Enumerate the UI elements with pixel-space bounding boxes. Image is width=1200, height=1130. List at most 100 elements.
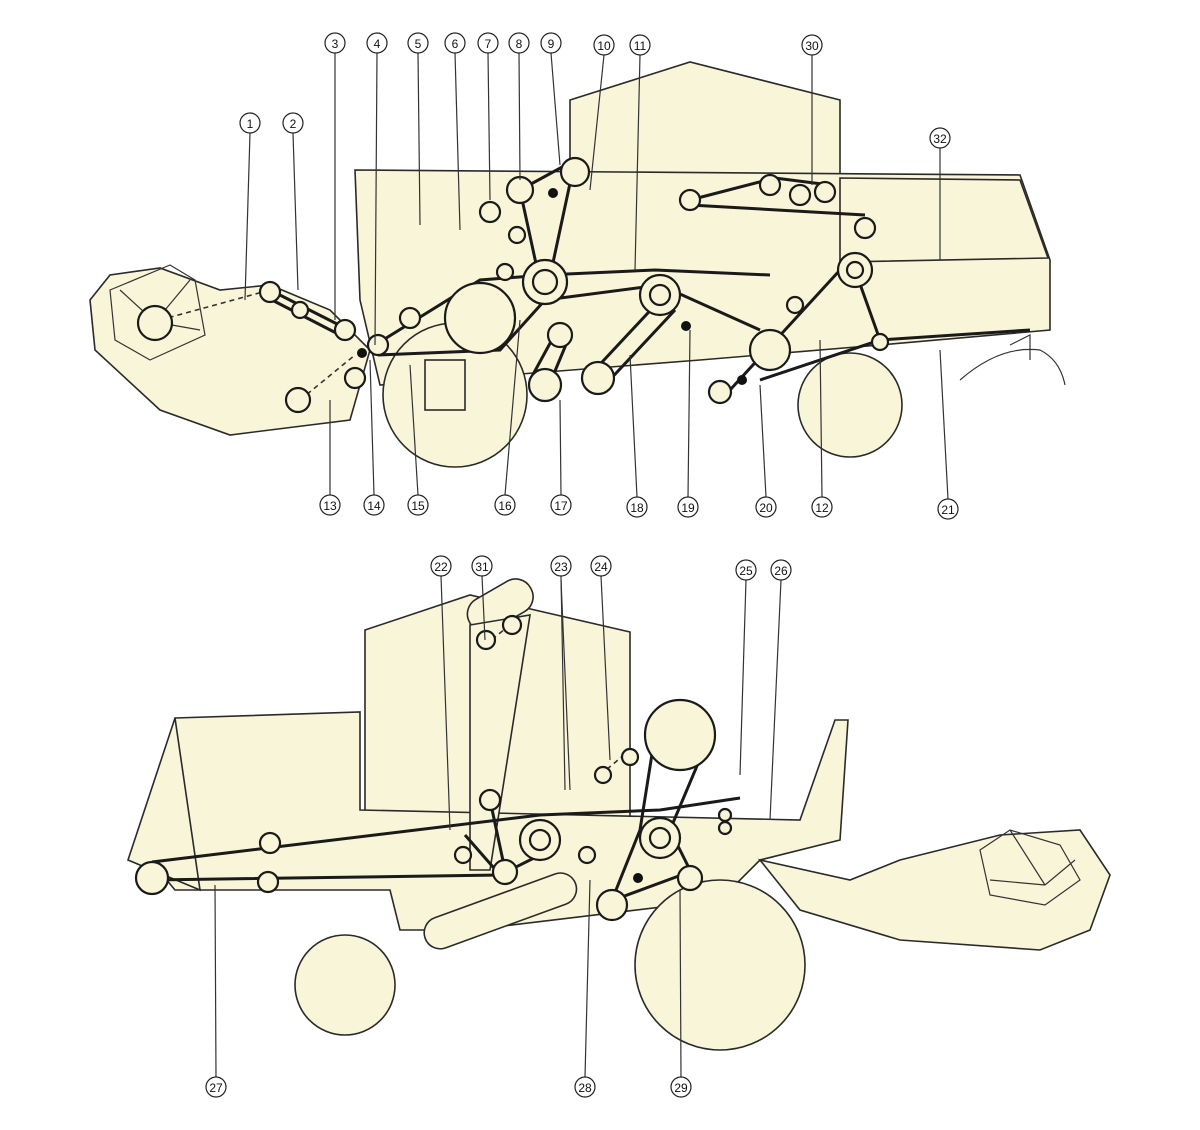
callout-number: 5 [415,37,422,51]
callout-24: 24 [590,555,612,761]
ladder-top [424,359,466,411]
callout-leader-line [417,52,421,226]
callout-leader-line [454,52,461,231]
callout-leader-line [550,52,561,166]
callout-leader-line [819,339,823,498]
callout-number: 2 [290,117,297,131]
callout-number: 13 [323,499,337,513]
callout-leader-line [244,132,251,301]
callout-8: 8 [508,32,530,181]
callout-25: 25 [735,559,757,776]
callout-leader-line [559,399,562,496]
callout-number: 4 [374,37,381,51]
dashed-drive-1 [159,289,356,401]
callout-12: 12 [811,339,833,518]
callout-leader-line [409,364,419,496]
callout-29: 29 [670,889,692,1098]
callout-number: 16 [498,499,512,513]
dashed-drive-bottom [484,624,631,776]
callout-number: 32 [933,132,947,146]
callout-leader-line [759,384,767,498]
rear-wheel-bottom [294,934,396,1036]
callout-number: 22 [434,560,448,574]
header-top [89,267,371,436]
callout-11: 11 [629,34,651,271]
callout-leader-line [687,329,691,498]
callout-number: 24 [594,560,608,574]
callout-20: 20 [755,384,777,518]
callout-27: 27 [205,884,227,1098]
callout-number: 28 [578,1081,592,1095]
callout-number: 17 [554,499,568,513]
callout-31: 31 [471,555,493,641]
callout-19: 19 [677,329,699,518]
callout-leader-line [481,575,486,641]
callout-number: 7 [485,37,492,51]
grain-tank-top [569,61,841,181]
callout-leader-line [939,349,949,500]
callout-number: 23 [554,560,568,574]
header-bottom [757,829,1111,951]
callout-9: 9 [540,32,562,166]
callout-leader-line [679,889,682,1078]
callout-number: 3 [332,37,339,51]
pulleys-bottom [134,614,733,922]
callout-2: 2 [282,112,304,291]
callout-4: 4 [366,32,388,346]
callout-30: 30 [801,34,823,185]
callout-leader-line [584,879,591,1078]
callout-leader-line [518,52,521,181]
header-reel-frame [109,264,206,361]
callout-number: 6 [452,37,459,51]
callout-16: 16 [494,319,521,516]
auger-lower [423,872,578,950]
callout-10: 10 [589,34,615,191]
rear-wheel-top [797,352,903,458]
callout-number: 18 [630,501,644,515]
callout-18: 18 [626,354,648,518]
callout-leader-line [560,575,566,791]
callout-leader-line [292,132,299,291]
callout-number: 25 [739,564,753,578]
callout-number: 12 [815,501,829,515]
callout-leader-line [374,52,378,346]
callout-32: 32 [929,127,951,260]
front-wheel-bottom [634,879,806,1051]
belt-chopper [879,328,1031,342]
callout-number: 19 [681,501,695,515]
callout-number: 29 [674,1081,688,1095]
pulleys-top [136,156,890,414]
callout-number: 1 [247,117,254,131]
callout-number: 10 [597,39,611,53]
callout-number: 21 [941,503,955,517]
callout-6: 6 [444,32,466,231]
callout-number: 30 [805,39,819,53]
callout-leader-line [600,575,611,761]
header-reel-frame-bottom [979,829,1081,906]
callout-leader-line [214,884,217,1078]
callout-number: 27 [209,1081,223,1095]
callout-1: 1 [239,112,261,301]
callout-26: 26 [769,559,792,821]
callout-leader-line [634,54,641,271]
callout-15: 15 [407,364,429,516]
callout-leader-line [589,54,605,191]
callout-22: 22 [430,555,452,831]
callout-17: 17 [550,399,572,516]
callout-23: 23 [550,555,572,791]
callout-number: 20 [759,501,773,515]
callout-13: 13 [319,400,341,516]
callout-7: 7 [477,32,499,201]
callout-leader-line [440,575,451,831]
callout-number: 8 [516,37,523,51]
callout-number: 31 [475,560,489,574]
callout-number: 9 [548,37,555,51]
callout-number: 26 [774,564,788,578]
callout-14: 14 [363,359,385,516]
callout-28: 28 [574,879,596,1098]
callout-leader-line [739,579,747,776]
cleaning-housing [839,177,1050,263]
